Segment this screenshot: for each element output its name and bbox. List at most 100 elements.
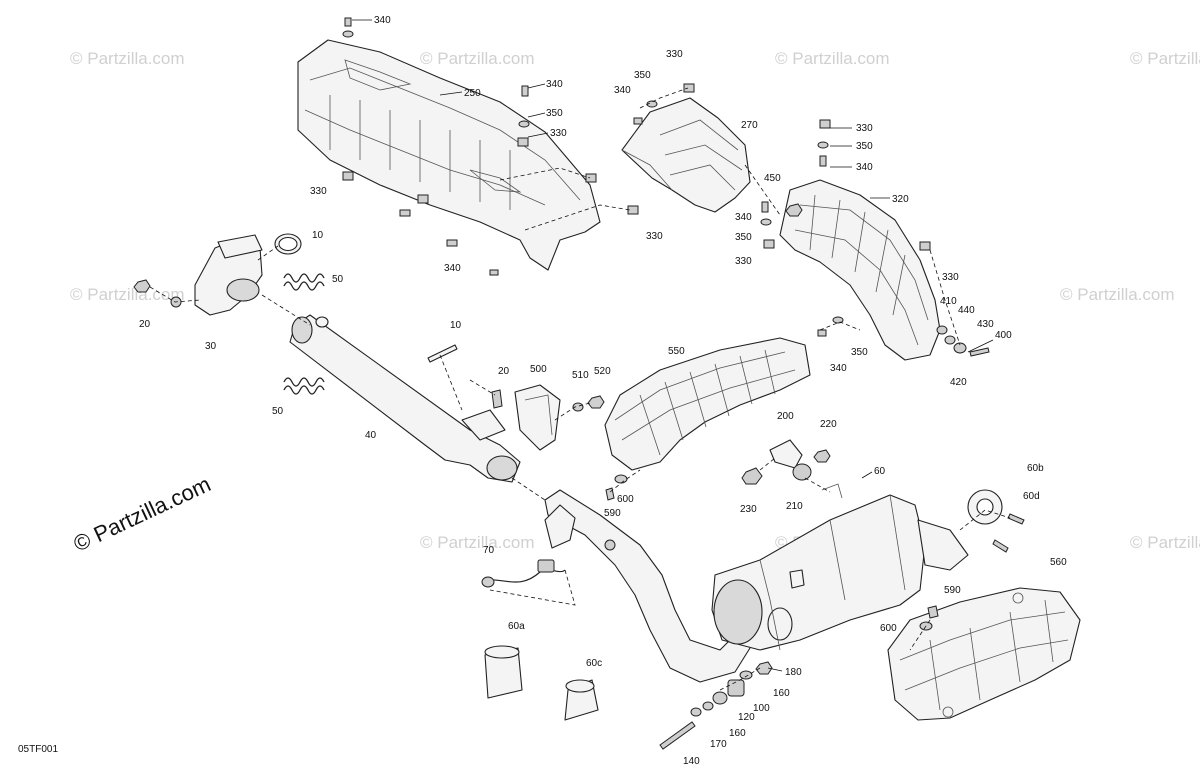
callout-label: 590	[604, 508, 621, 519]
callout-label: 220	[820, 419, 837, 430]
callout-label: 520	[594, 366, 611, 377]
callout-label: 350	[856, 141, 873, 152]
callout-label: 330	[550, 128, 567, 139]
sleeve-60a[interactable]	[484, 645, 523, 699]
callout-label: 20	[139, 319, 151, 330]
callout-label: 330	[666, 49, 683, 60]
callout-label: 250	[464, 88, 481, 99]
brand-watermark: © Partzilla.com	[70, 471, 215, 556]
spring-50-upper[interactable]	[283, 273, 325, 291]
callout-label: 420	[950, 377, 967, 388]
callout-label: 600	[880, 623, 897, 634]
callout-label: 40	[365, 430, 377, 441]
callout-label: 340	[614, 85, 631, 96]
pin-10[interactable]	[427, 344, 458, 363]
oxygen-sensor-70[interactable]	[481, 559, 566, 588]
callout-label: 510	[572, 370, 589, 381]
shield-hardware[interactable]	[342, 17, 990, 357]
callout-label: 60b	[1027, 463, 1044, 474]
heat-shield-320[interactable]	[779, 179, 941, 361]
callout-label: 170	[710, 739, 727, 750]
callout-label: 330	[310, 186, 327, 197]
callout-label: 450	[764, 173, 781, 184]
diagram-code: 05TF001	[18, 744, 58, 755]
callout-label: 340	[374, 15, 391, 26]
watermark: © Partzilla.com	[70, 49, 185, 68]
watermark: © Partzilla.com	[1060, 285, 1175, 304]
bracket-200[interactable]	[769, 439, 803, 469]
callout-label: 410	[940, 296, 957, 307]
watermark: © Partzilla.com	[420, 533, 535, 552]
bolt-590[interactable]	[605, 487, 615, 501]
watermark: © Partzilla.com	[70, 285, 185, 304]
callout-label: 230	[740, 504, 757, 515]
washer-600[interactable]	[614, 474, 628, 484]
callout-label: 340	[735, 212, 752, 223]
mount-stack[interactable]	[659, 661, 773, 750]
bolt-60d[interactable]	[992, 513, 1025, 553]
callout-label: 60	[874, 466, 886, 477]
heat-shield-560[interactable]	[887, 587, 1081, 721]
callout-ticks	[352, 19, 994, 672]
callout-label: 400	[995, 330, 1012, 341]
callout-label: 600	[617, 494, 634, 505]
callout-label: 330	[646, 231, 663, 242]
callout-label: 210	[786, 501, 803, 512]
muffler-60[interactable]	[711, 483, 969, 651]
callout-label: 70	[483, 545, 495, 556]
spring-50-lower[interactable]	[283, 377, 325, 395]
callout-label: 180	[785, 667, 802, 678]
watermark: © Partzilla.com	[1130, 49, 1200, 68]
callout-label: 10	[312, 230, 324, 241]
callout-label: 60c	[586, 658, 602, 669]
callout-label: 350	[851, 347, 868, 358]
grommet-210[interactable]	[792, 463, 812, 481]
washer-510[interactable]	[572, 402, 584, 412]
callout-label: 350	[634, 70, 651, 81]
heat-shield-550[interactable]	[604, 337, 811, 471]
callout-label: 440	[958, 305, 975, 316]
callout-label: 340	[856, 162, 873, 173]
callout-label: 10	[450, 320, 462, 331]
callout-label: 560	[1050, 557, 1067, 568]
spacer-20-mid[interactable]	[491, 389, 503, 409]
callout-label: 330	[942, 272, 959, 283]
callout-label: 340	[830, 363, 847, 374]
nut-520[interactable]	[587, 395, 605, 409]
callout-label: 330	[735, 256, 752, 267]
callout-label: 270	[741, 120, 758, 131]
cone-60c[interactable]	[564, 679, 599, 721]
leader-lines	[149, 87, 1011, 691]
bracket-500[interactable]	[514, 384, 561, 451]
heat-shield-270[interactable]	[621, 97, 751, 213]
callout-label: 340	[444, 263, 461, 274]
nut-230[interactable]	[741, 467, 763, 485]
front-pipe-40[interactable]	[289, 314, 521, 483]
gasket-10[interactable]	[274, 233, 302, 255]
bolt-590-right[interactable]	[927, 605, 939, 619]
callout-label: 590	[944, 585, 961, 596]
callout-label: 50	[272, 406, 284, 417]
tip-plate-60b[interactable]	[967, 489, 1003, 525]
callout-label: 200	[777, 411, 794, 422]
callout-label: 160	[729, 728, 746, 739]
callout-label: 550	[668, 346, 685, 357]
exhaust-manifold-30[interactable]	[194, 234, 263, 316]
callout-label: 350	[735, 232, 752, 243]
callout-label: 30	[205, 341, 217, 352]
watermark: © Partzilla.com	[1130, 533, 1200, 552]
callout-label: 100	[753, 703, 770, 714]
watermark: © Partzilla.com	[775, 49, 890, 68]
heat-shield-250[interactable]	[297, 39, 601, 271]
callout-label: 320	[892, 194, 909, 205]
callout-label: 50	[332, 274, 344, 285]
callout-label: 160	[773, 688, 790, 699]
callout-label: 340	[546, 79, 563, 90]
callout-label: 20	[498, 366, 510, 377]
callout-label: 60d	[1023, 491, 1040, 502]
nut-220[interactable]	[813, 449, 831, 463]
watermark-layer: © Partzilla.com © Partzilla.com © Partzi…	[70, 49, 1200, 552]
callout-label: 430	[977, 319, 994, 330]
callout-labels: 340 250 330 340 350 330 340 350 330 270 …	[139, 15, 1067, 767]
